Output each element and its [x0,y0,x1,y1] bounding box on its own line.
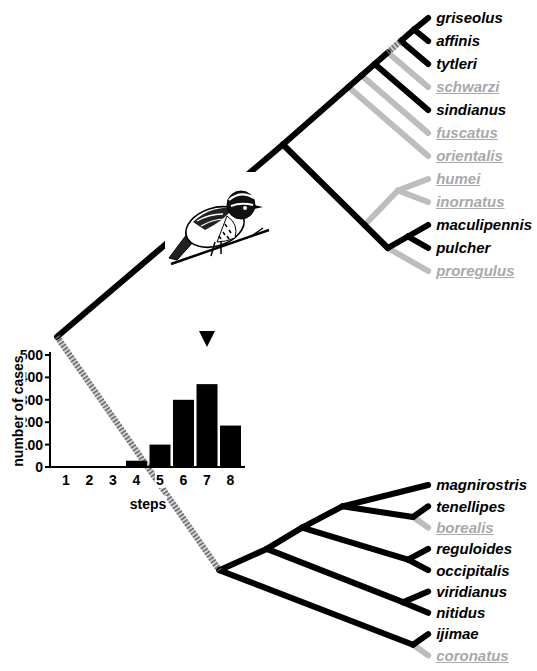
tree-branch [401,41,428,64]
species-label: sindianus [436,101,506,118]
species-label: fuscatus [436,124,498,141]
x-tick-label: 4 [132,472,142,488]
tree-branch [403,602,428,613]
species-label: pulcher [436,239,490,256]
streak [229,230,231,233]
species-label: magnirostris [436,476,527,493]
tree-branch [375,64,428,110]
breast-streaks [219,224,231,239]
histogram [45,331,245,467]
x-tick-label: 5 [155,472,165,488]
tree-branch [388,237,408,249]
tree-branch [57,145,283,337]
tree-branch [408,237,428,249]
axis-tick [45,354,50,356]
species-label: affinis [436,32,480,49]
histogram-bar [197,384,218,467]
tree-branch [388,248,428,271]
streak [225,224,227,227]
tree-branch [283,87,349,145]
tree-branch [302,506,342,527]
streak [219,236,221,239]
drawing-stroke [229,194,254,200]
streak [227,236,229,239]
axis-tick [45,421,50,423]
drawing-stroke [165,172,275,270]
species-label: orientalis [436,147,503,164]
axis-title: number of cases [10,354,26,467]
drawing-stroke [201,219,225,226]
axis-tick [45,376,50,378]
x-tick-label: 1 [61,472,71,488]
species-label: occipitalis [436,562,509,579]
histogram-axis [50,352,245,467]
axis-title: steps [129,496,168,512]
drawing-stroke [231,204,253,206]
species-label: borealis [436,519,494,536]
tree-branch [342,506,413,517]
x-tick-label: 6 [179,472,189,488]
tree-branch [365,191,398,226]
histogram-bar [173,400,194,467]
species-label: nitidus [436,604,485,621]
drawing-stroke [211,241,221,256]
warbler-illustration [165,172,275,270]
drawing-stroke [217,216,236,242]
species-label: ijimae [436,625,479,642]
species-label: coronatus [436,647,509,664]
axis-tick [45,399,50,401]
species-label: inornatus [436,193,504,210]
species-label: humei [436,170,480,187]
axis-tick [45,466,50,468]
tree-branch [57,337,219,571]
species-label: viridianus [436,583,507,600]
x-tick-label: 8 [226,472,236,488]
x-tick-label: 3 [108,472,118,488]
drawing-stroke [254,205,263,209]
species-label: reguloides [436,540,512,557]
species-label: maculipennis [436,216,532,233]
ambiguous-branch [57,337,219,571]
histogram-bar [150,445,171,467]
x-tick-label: 2 [85,472,95,488]
species-label: proregulus [436,262,514,279]
tree-branch [398,191,428,203]
species-label: griseolus [436,9,503,26]
tree-branch [219,570,413,645]
tree-branch [342,485,428,506]
drawing-stroke [243,206,247,210]
drawing-stroke [227,191,255,219]
histogram-bar [220,426,241,467]
tree-branch [302,528,408,560]
ambiguous-branch [388,41,401,53]
tree-branch [365,225,388,248]
species-label: tenellipes [436,498,505,515]
streak [223,232,225,235]
tree-branch [398,179,428,191]
observed-marker [199,331,215,347]
tree-branch [408,560,428,571]
tree-branch [283,145,365,226]
species-label: schwarzi [436,78,499,95]
axis-tick [45,444,50,446]
y-tick-label: 0 [34,459,44,475]
x-tick-label: 7 [202,472,212,488]
drawing-stroke [253,228,263,235]
species-label: tytleri [436,55,477,72]
tree-branch [267,528,302,549]
tree-branch [219,549,266,570]
